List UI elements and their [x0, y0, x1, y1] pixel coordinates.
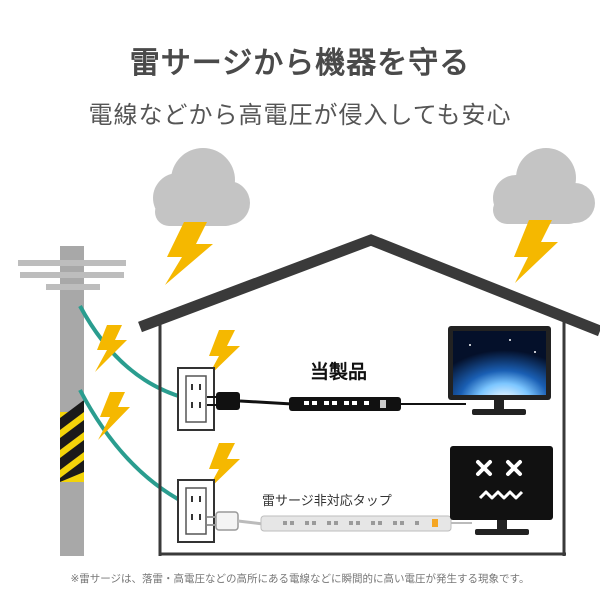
cloud-icon — [153, 148, 250, 226]
power-strip-icon — [289, 397, 466, 411]
lightning-bolt-icon — [95, 325, 127, 372]
lightning-bolt-icon — [207, 443, 240, 491]
footnote: ※雷サージは、落雷・高電圧などの高所にある電線などに瞬間的に高い電圧が発生する現… — [70, 573, 530, 585]
subtitle: 電線などから高電圧が侵入しても安心 — [88, 101, 512, 129]
monitor-icon — [448, 326, 551, 415]
lightning-bolt-icon — [98, 392, 130, 440]
lightning-bolt-icon — [514, 220, 558, 283]
broken-monitor-face-icon — [450, 446, 553, 535]
plug-icon — [207, 511, 264, 531]
power-strip-icon — [260, 515, 472, 532]
wall-outlet-icon — [177, 367, 215, 431]
plug-icon — [207, 392, 293, 410]
lightning-bolt-icon — [207, 330, 240, 378]
house — [138, 234, 600, 556]
main-title: 雷サージから機器を守る — [129, 46, 471, 81]
power-wire — [78, 389, 186, 505]
lightning-bolt-icon — [165, 222, 213, 285]
product-label: 当製品 — [310, 360, 367, 383]
cloud-icon — [493, 148, 595, 224]
wall-outlet-icon — [177, 479, 215, 543]
non-compatible-tap-label: 雷サージ非対応タップ — [262, 494, 392, 509]
power-wire — [78, 305, 186, 400]
utility-pole-icon — [18, 246, 126, 556]
